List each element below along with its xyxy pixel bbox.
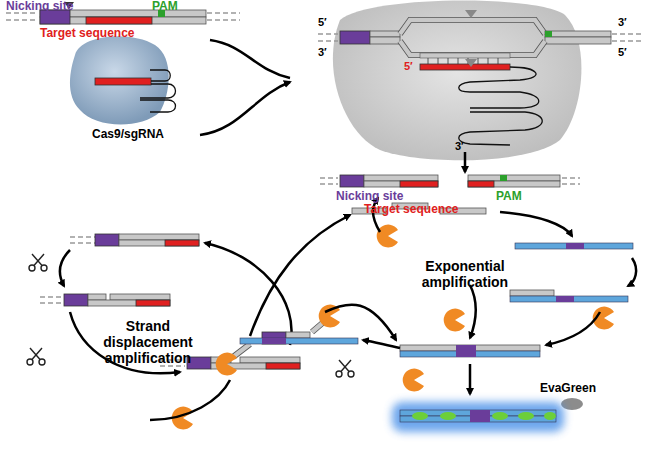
end-label: 5′ bbox=[404, 60, 413, 73]
end-label: 5′ bbox=[618, 46, 627, 59]
target-label: Target sequence bbox=[364, 203, 458, 217]
end-label: 5′ bbox=[318, 16, 327, 29]
site-label: Nicking site bbox=[6, 0, 73, 14]
cycle-title: Strand displacement amplification bbox=[88, 318, 208, 366]
target-label: Target sequence bbox=[40, 27, 134, 41]
cycle-title: Exponential amplification bbox=[410, 258, 520, 290]
protein-label: Cas9/sgRNA bbox=[92, 128, 164, 142]
site-label: Nicking site bbox=[336, 190, 403, 204]
pam-label: PAM bbox=[496, 190, 522, 204]
dye-label: EvaGreen bbox=[540, 382, 596, 396]
end-label: 3′ bbox=[455, 140, 464, 153]
pam-label: PAM bbox=[152, 0, 178, 14]
end-label: 3′ bbox=[618, 16, 627, 29]
end-label: 3′ bbox=[318, 46, 327, 59]
